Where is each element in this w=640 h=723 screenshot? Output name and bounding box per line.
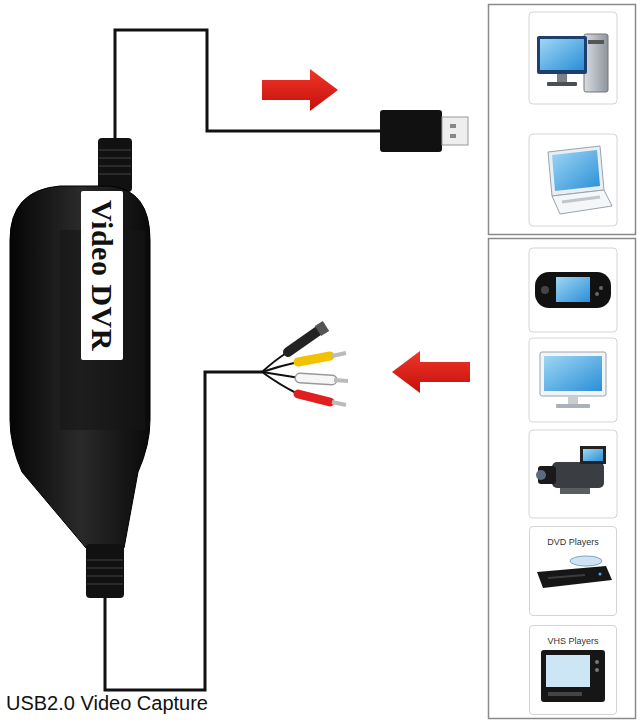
white-plug-edge: [300, 378, 332, 380]
dvd-disc: [570, 556, 602, 566]
vhs-slot: [548, 692, 582, 696]
node-text: Video DVR: [87, 200, 117, 351]
dvd-light: [599, 573, 602, 576]
monitor-stand: [568, 396, 578, 404]
console-screen: [556, 277, 590, 302]
pc-monitor: [537, 36, 587, 74]
monitor-screen: [544, 356, 602, 391]
pc-screen: [540, 39, 584, 70]
device-label: Video DVR: [81, 191, 123, 360]
camcorder-screen: [583, 449, 603, 461]
camcorder-grip: [560, 488, 590, 494]
usb-plug: [380, 110, 442, 152]
icon-panel: [529, 134, 617, 226]
strain-relief: [98, 138, 132, 192]
svideo-plug: [288, 331, 318, 352]
vhs-button: [595, 660, 599, 664]
monitor-base: [556, 404, 590, 408]
laptop-keys: [562, 197, 600, 202]
laptop-lid: [548, 146, 604, 196]
usb-contact: [450, 134, 456, 138]
icon-panel: [529, 12, 617, 104]
rca-wires: [262, 352, 300, 394]
monitor-frame: [540, 352, 606, 396]
camcorder-glass: [536, 470, 546, 480]
icon-panel: [529, 430, 617, 518]
pc-tower: [584, 34, 608, 92]
node-text: VHS Players: [547, 637, 598, 647]
usb-pin: [442, 117, 468, 145]
pc-base: [547, 82, 577, 86]
device-panel: VHS Players: [529, 625, 617, 715]
usb-contact: [450, 124, 456, 128]
console-body: [535, 272, 611, 308]
output-frame: [489, 5, 636, 235]
laptop-screen: [552, 150, 600, 191]
caption: USB2.0 Video Capture: [6, 692, 208, 715]
red-plug: [298, 394, 330, 402]
console-button: [599, 286, 603, 290]
dvd-tray: [548, 575, 585, 578]
laptop-base: [552, 190, 612, 214]
pc-stand: [557, 74, 567, 82]
strain-relief: [86, 544, 124, 598]
input-frame: [489, 239, 636, 719]
white-plug: [300, 378, 332, 380]
pc-drive: [588, 40, 604, 44]
camcorder-body: [552, 462, 604, 488]
dvd-player: [537, 566, 612, 588]
plug-tip: [334, 380, 348, 381]
red-arrow: [392, 351, 470, 393]
device-panel: DVD Players: [529, 526, 617, 616]
vhs-button: [595, 668, 599, 672]
camcorder-screen-frame: [580, 446, 606, 464]
console-button: [595, 292, 599, 296]
svideo-ring: [318, 326, 326, 331]
vhs-screen: [546, 655, 590, 687]
usb-cable: [115, 30, 382, 140]
plug-tip: [332, 353, 346, 356]
vhs-player: [541, 650, 605, 702]
device-body: [10, 186, 150, 548]
plug-tip: [332, 402, 346, 405]
icon-panel: [529, 248, 617, 332]
console-pad: [541, 286, 549, 294]
yellow-plug: [298, 356, 330, 362]
red-arrow: [262, 69, 338, 111]
strain-ridges: [99, 150, 131, 174]
node-text: DVD Players: [547, 538, 599, 548]
strain-ridges: [87, 560, 123, 584]
icon-panel: [529, 338, 617, 422]
